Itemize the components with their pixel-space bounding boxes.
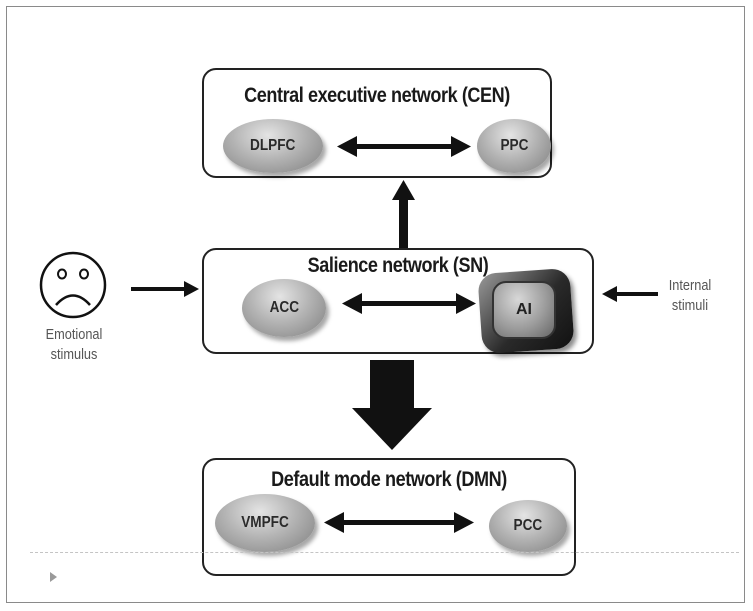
ai-node: AI xyxy=(477,267,575,355)
internal-line1: Internal xyxy=(668,277,712,294)
dmn-bidirectional-arrow xyxy=(324,512,474,533)
vmpfc-node: VMPFC xyxy=(215,494,315,552)
sn-to-cen-arrow xyxy=(392,180,415,248)
footer-divider xyxy=(30,552,739,553)
ai-label: AI xyxy=(516,301,532,318)
pcc-node: PCC xyxy=(489,500,567,552)
acc-node: ACC xyxy=(242,279,326,337)
internal-stimuli-label: Internal stimuli xyxy=(659,276,720,316)
internal-line2: stimuli xyxy=(671,297,709,314)
acc-label: ACC xyxy=(269,299,299,316)
sn-bidirectional-arrow xyxy=(342,293,476,314)
vmpfc-label: VMPFC xyxy=(241,514,289,531)
emotional-input-arrow xyxy=(131,281,199,297)
sad-face-icon xyxy=(39,251,107,319)
cen-bidirectional-arrow xyxy=(337,136,471,157)
emotional-line2: stimulus xyxy=(50,346,98,363)
emotional-line1: Emotional xyxy=(45,326,103,343)
dmn-title: Default mode network (DMN) xyxy=(271,468,507,491)
ppc-label: PPC xyxy=(500,137,528,154)
sn-title: Salience network (SN) xyxy=(307,254,489,277)
sn-to-dmn-arrow xyxy=(352,360,432,450)
emotional-stimulus-label: Emotional stimulus xyxy=(40,325,108,365)
ppc-node: PPC xyxy=(477,119,551,173)
internal-input-arrow xyxy=(602,286,658,302)
ai-node-face: AI xyxy=(492,281,556,339)
footer-triangle-icon xyxy=(50,572,57,582)
cen-title: Central executive network (CEN) xyxy=(244,84,510,107)
dlpfc-label: DLPFC xyxy=(250,137,296,154)
pcc-label: PCC xyxy=(513,517,543,534)
dlpfc-node: DLPFC xyxy=(223,119,323,173)
